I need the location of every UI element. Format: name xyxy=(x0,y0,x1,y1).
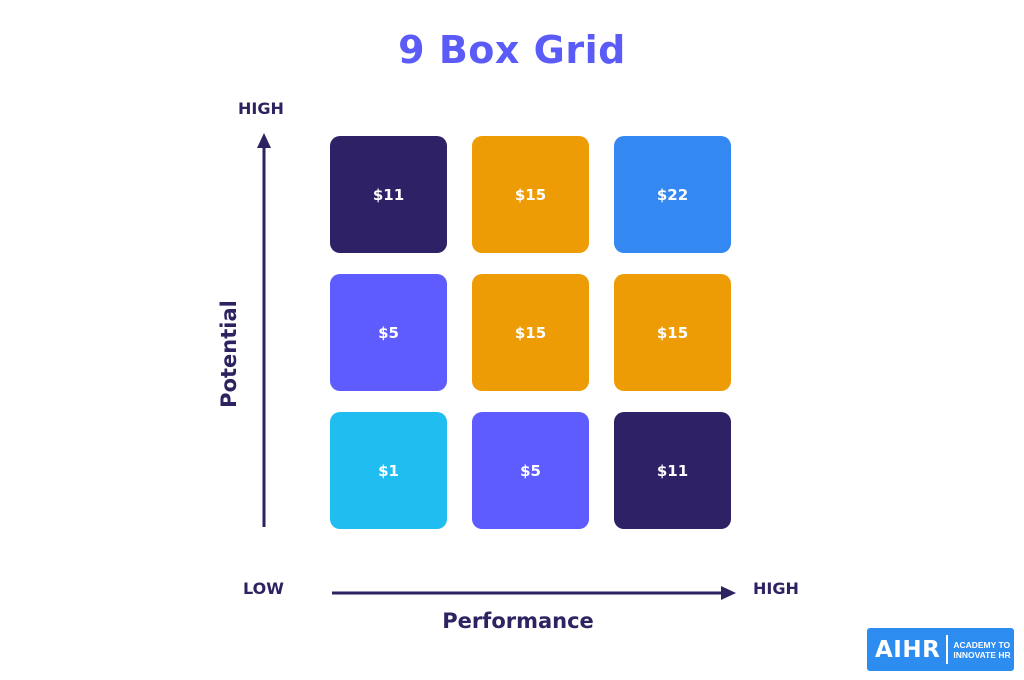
x-axis-title: Performance xyxy=(442,609,594,633)
box-value: $11 xyxy=(372,185,405,204)
box-value: $5 xyxy=(520,461,541,480)
box-mid-potential-high-performance: $15 xyxy=(614,274,731,391)
box-value: $22 xyxy=(656,185,689,204)
box-value: $15 xyxy=(514,323,547,342)
box-low-potential-low-performance: $1 xyxy=(330,412,447,529)
page-title: 9 Box Grid xyxy=(398,28,626,72)
x-axis-high-label: HIGH xyxy=(753,579,799,598)
box-high-potential-high-performance: $22 xyxy=(614,136,731,253)
logo-tagline: ACADEMY TO INNOVATE HR xyxy=(953,639,1011,660)
y-axis-arrowhead xyxy=(257,133,271,148)
box-low-potential-mid-performance: $5 xyxy=(472,412,589,529)
aihr-logo: AIHR ACADEMY TO INNOVATE HR xyxy=(867,628,1014,671)
y-axis-high-label: HIGH xyxy=(238,99,284,118)
box-value: $15 xyxy=(514,185,547,204)
box-value: $5 xyxy=(378,323,399,342)
box-mid-potential-mid-performance: $15 xyxy=(472,274,589,391)
box-high-potential-mid-performance: $15 xyxy=(472,136,589,253)
nine-box-grid: $11 $15 $22 $5 $15 $15 $1 $5 $11 xyxy=(330,136,731,529)
x-axis-low-label: LOW xyxy=(243,579,284,598)
logo-divider xyxy=(946,635,949,664)
y-axis-title: Potential xyxy=(217,300,241,408)
logo-wordmark: AIHR xyxy=(875,636,941,663)
x-axis-arrowhead xyxy=(721,586,736,600)
box-low-potential-high-performance: $11 xyxy=(614,412,731,529)
box-high-potential-low-performance: $11 xyxy=(330,136,447,253)
box-value: $11 xyxy=(656,461,689,480)
box-value: $15 xyxy=(656,323,689,342)
box-mid-potential-low-performance: $5 xyxy=(330,274,447,391)
box-value: $1 xyxy=(378,461,399,480)
